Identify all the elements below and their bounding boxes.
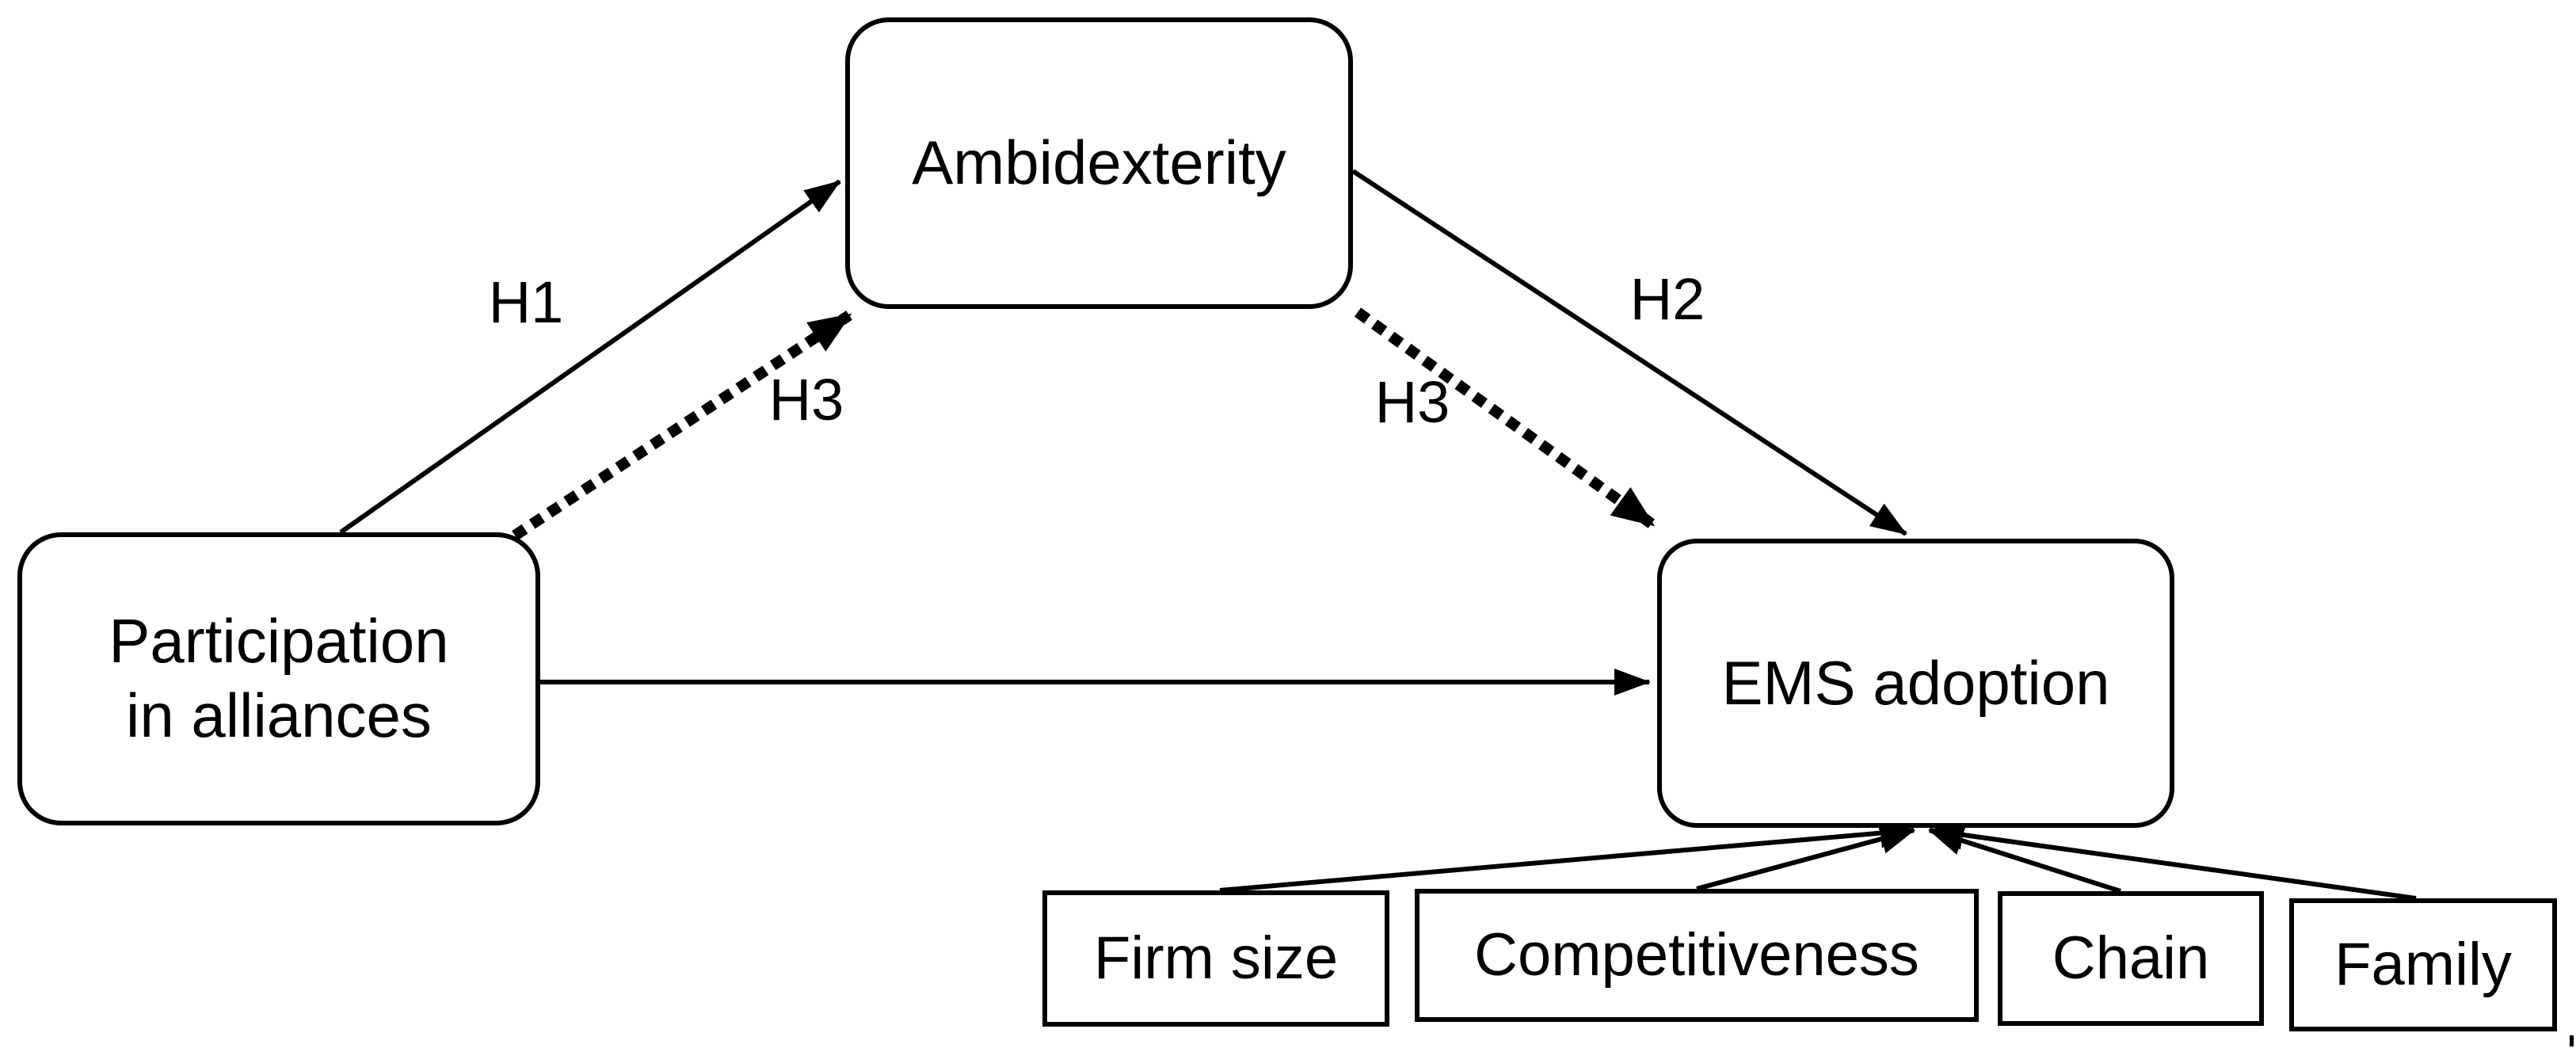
label-h3-right: H3 [1374,369,1450,435]
node-family-label: Family [2334,931,2512,999]
label-h1: H1 [488,269,564,335]
node-ambidexterity: Ambidexterity [845,17,1353,309]
node-chain: Chain [1998,891,2264,1026]
node-chain-label: Chain [2052,924,2210,993]
node-competitiveness: Competitiveness [1415,889,1979,1022]
stray-mark [2570,1035,2574,1046]
node-competitiveness-label: Competitiveness [1474,921,1919,989]
node-ems-adoption: EMS adoption [1657,539,2174,828]
h2-arrow [1351,169,1907,536]
label-h2: H2 [1629,266,1705,332]
family-arrow [1928,820,2417,901]
node-participation-in-alliances: Participation in alliances [17,532,540,825]
node-ems-adoption-label: EMS adoption [1721,647,2110,718]
chain-arrow [1928,825,2121,894]
h3-dotted-arrow-left [512,311,852,540]
competitiveness-arrow [1696,824,1915,891]
node-firm-size: Firm size [1042,890,1389,1027]
node-firm-size-label: Firm size [1093,924,1339,993]
h1-arrow [339,179,841,535]
node-participation-label: Participation in alliances [109,606,449,750]
label-h3-left: H3 [768,367,844,433]
node-family: Family [2289,898,2557,1031]
node-ambidexterity-label: Ambidexterity [912,128,1286,198]
firm-size-arrow [1219,818,1915,893]
